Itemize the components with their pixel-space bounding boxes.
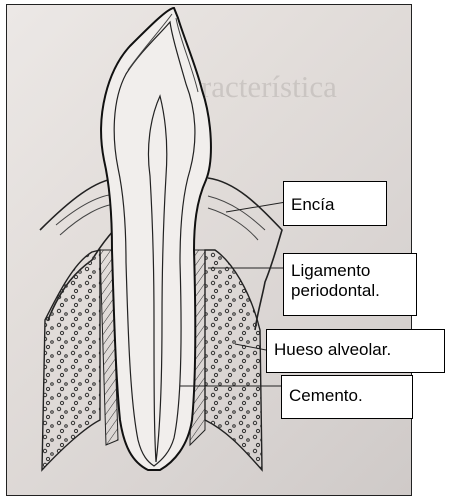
label-ligamento-periodontal: Ligamento periodontal. [283,253,417,316]
label-cemento: Cemento. [281,375,413,419]
label-hueso-alveolar: Hueso alveolar. [266,329,445,373]
label-encia: Encía [283,181,387,226]
alveolar-bone-right [205,250,262,470]
alveolar-bone-left [42,250,100,470]
